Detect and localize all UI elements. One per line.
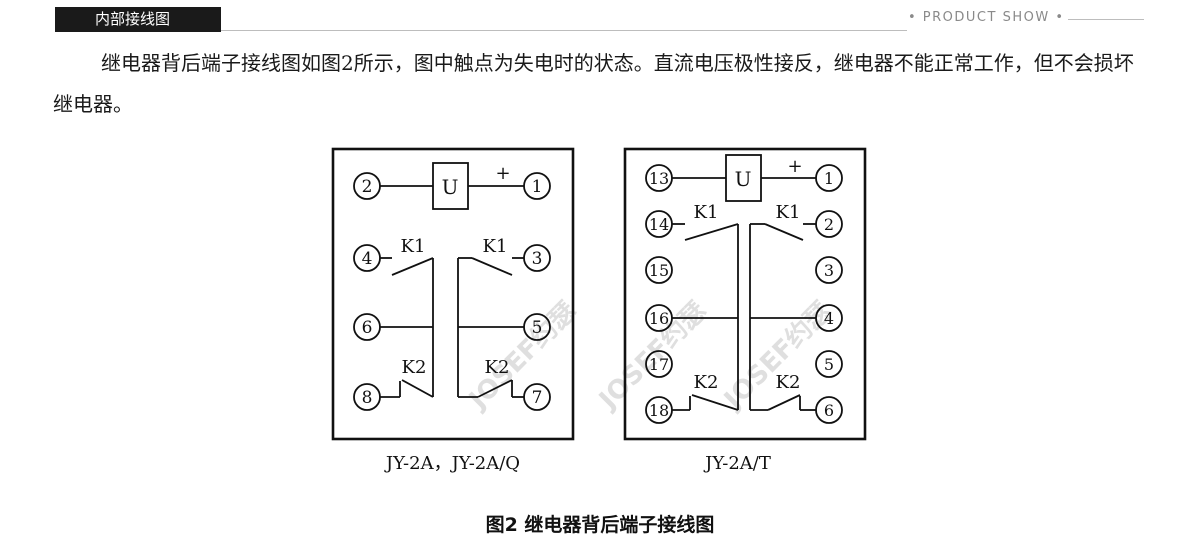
- right-plus-sign: +: [787, 156, 802, 177]
- terminal: [353, 172, 381, 200]
- figure-caption: 图2 继电器背后端子接线图: [485, 514, 715, 536]
- section-tab-label: 内部接线图: [95, 10, 171, 28]
- right-model-label: JY-2A/T: [703, 453, 771, 474]
- left-k2-label-a: K2: [402, 357, 427, 378]
- right-coil-label: U: [735, 167, 752, 191]
- right-k2-label-a: K2: [694, 372, 719, 393]
- left-frame: [331, 147, 575, 441]
- terminal-label: 5: [532, 318, 543, 338]
- terminal-label: 1: [532, 177, 543, 197]
- diagram-right: U + 13 1 14 2 15 3 16 4 17: [623, 147, 867, 474]
- section-tab: 内部接线图: [55, 7, 221, 32]
- terminal-label: 17: [649, 355, 669, 374]
- left-k1-label-a: K1: [401, 236, 426, 257]
- terminal-label: 6: [362, 318, 373, 338]
- right-frame: [623, 147, 867, 441]
- terminal-label: 13: [649, 169, 669, 188]
- right-k2-label-b: K2: [776, 372, 801, 393]
- right-k1-label-a: K1: [694, 202, 719, 223]
- terminal-label: 3: [532, 249, 543, 269]
- product-show-label: • PRODUCT SHOW •: [908, 10, 1065, 25]
- left-coil-label: U: [442, 175, 459, 199]
- terminal-label: 7: [532, 388, 543, 408]
- terminal-label: 1: [824, 169, 834, 188]
- terminal-label: 15: [649, 261, 669, 280]
- terminal-label: 2: [824, 215, 834, 234]
- intro-paragraph: 继电器背后端子接线图如图2所示，图中触点为失电时的状态。直流电压极性接反，继电器…: [53, 51, 1134, 116]
- right-k1-label-b: K1: [776, 202, 801, 223]
- left-k1-label-b: K1: [483, 236, 508, 257]
- watermark-text: JOSEF约瑟: [462, 295, 583, 416]
- terminal-label: 4: [824, 309, 834, 328]
- left-plus-sign: +: [495, 163, 510, 184]
- header-divider: [221, 30, 907, 31]
- terminal-label: 18: [649, 401, 669, 420]
- left-model-label: JY-2A，JY-2A/Q: [384, 453, 520, 474]
- terminal-label: 8: [362, 388, 373, 408]
- left-k2-label-b: K2: [485, 357, 510, 378]
- terminal-label: 16: [649, 309, 669, 328]
- diagram-left: U + 2 1 4 3 6 5 8 7: [331, 147, 575, 474]
- terminal-label: 5: [824, 355, 834, 374]
- terminal-label: 14: [649, 215, 669, 234]
- terminal-label: 4: [362, 249, 373, 269]
- terminal-label: 3: [824, 261, 834, 280]
- terminal: [523, 172, 551, 200]
- terminal-label: 6: [824, 401, 834, 420]
- right-terminals: [645, 164, 843, 424]
- header-divider-right: [1068, 19, 1144, 20]
- terminal-label: 2: [362, 177, 373, 197]
